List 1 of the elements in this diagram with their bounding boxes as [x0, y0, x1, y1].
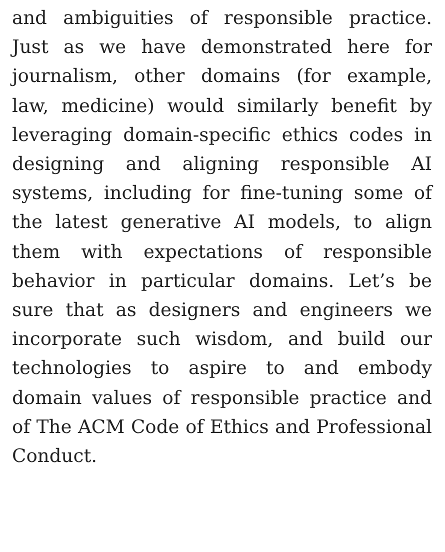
body-paragraph: and ambiguities of responsible practice. Just as we have demonstrated here for journalism, other domains (for example, law, medicine) would similarly benefit by leveraging domain-specific ethics codes in designing and aligning responsible AI systems, including for fine-tuning some of the latest generative AI models, to align them with expectations of responsible behavior in particular domains. Let’s be sure that as designers and engineers we incorporate such wisdom, and build our technologies to aspire to and embody domain values of responsible practice and of The ACM Code of Ethics and Professional Conduct.: [12, 7, 432, 470]
